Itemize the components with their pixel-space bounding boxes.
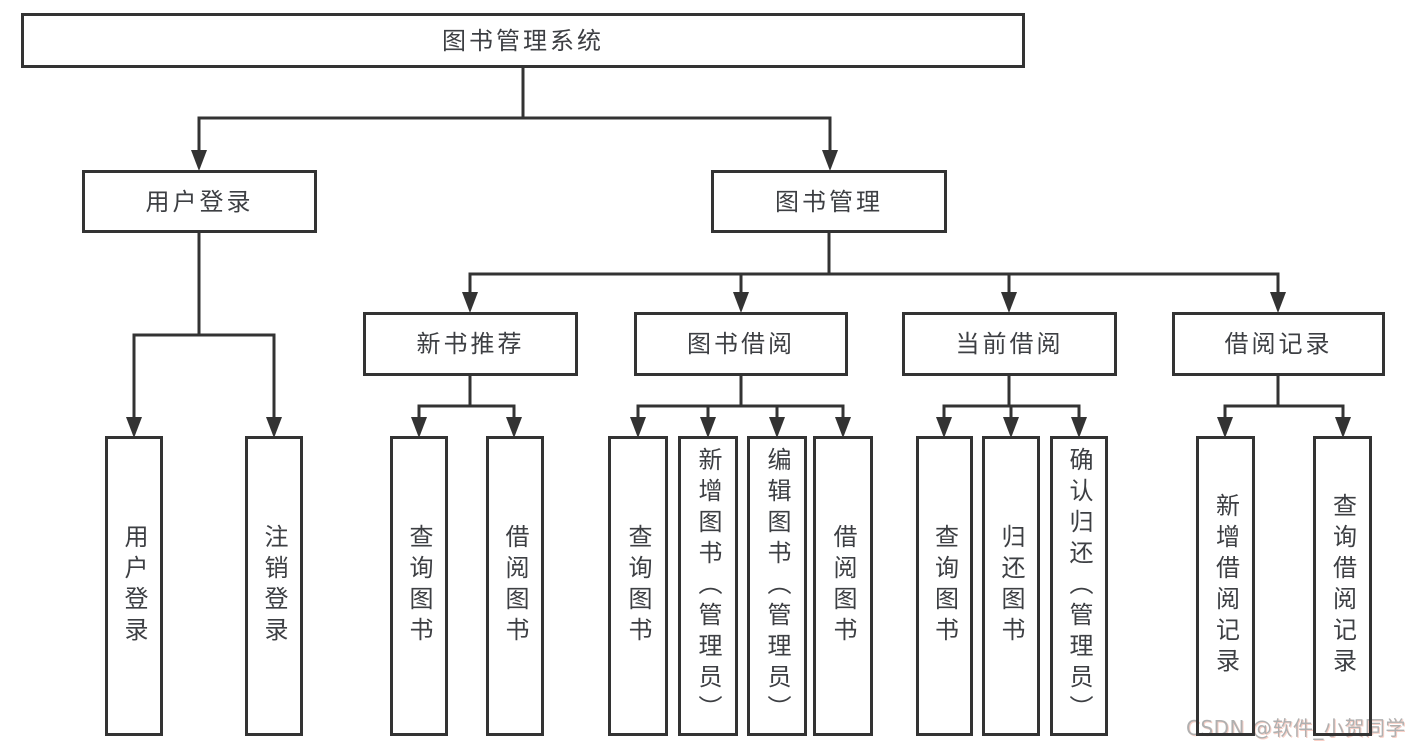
node-label: 借阅图书 bbox=[829, 524, 857, 648]
leaf-edit-books-admin: 编辑图书（管理员） bbox=[747, 436, 807, 736]
node-label: 图书管理 bbox=[775, 187, 883, 216]
node-label: 新增借阅记录 bbox=[1211, 493, 1240, 679]
node-borrowing-records: 借阅记录 bbox=[1172, 312, 1385, 376]
node-book-borrowing: 图书借阅 bbox=[634, 312, 848, 376]
node-label: 当前借阅 bbox=[955, 330, 1064, 358]
node-user-login: 用户登录 bbox=[82, 170, 317, 233]
leaf-logout: 注销登录 bbox=[245, 436, 303, 736]
node-label: 用户登录 bbox=[145, 187, 254, 216]
node-label: 注销登录 bbox=[260, 524, 288, 648]
leaf-query-books-current: 查询图书 bbox=[916, 436, 973, 736]
leaf-user-login: 用户登录 bbox=[105, 436, 163, 736]
node-label: 编辑图书（管理员） bbox=[763, 446, 791, 726]
node-label: 借阅记录 bbox=[1224, 330, 1333, 358]
leaf-query-books-recommend: 查询图书 bbox=[390, 436, 448, 736]
leaf-query-books-borrow: 查询图书 bbox=[608, 436, 668, 736]
node-label: 查询图书 bbox=[624, 524, 652, 648]
node-current-borrowing: 当前借阅 bbox=[902, 312, 1117, 376]
node-label: 图书管理系统 bbox=[442, 26, 604, 55]
node-label: 查询借阅记录 bbox=[1328, 493, 1357, 679]
node-label: 新增图书（管理员） bbox=[694, 446, 722, 726]
node-label: 查询图书 bbox=[405, 524, 433, 648]
node-label: 用户登录 bbox=[120, 524, 148, 648]
leaf-add-books-admin: 新增图书（管理员） bbox=[678, 436, 738, 736]
node-label: 查询图书 bbox=[930, 524, 959, 648]
arrowheads bbox=[126, 150, 1351, 438]
leaf-borrow-books: 借阅图书 bbox=[813, 436, 873, 736]
leaf-confirm-return-admin: 确认归还（管理员） bbox=[1050, 436, 1108, 736]
leaf-return-books: 归还图书 bbox=[982, 436, 1040, 736]
leaf-borrow-books-recommend: 借阅图书 bbox=[486, 436, 544, 736]
node-library-system: 图书管理系统 bbox=[21, 13, 1025, 68]
connector-stems bbox=[132, 68, 1345, 419]
node-label: 借阅图书 bbox=[501, 524, 529, 648]
node-book-management: 图书管理 bbox=[711, 170, 947, 233]
node-label: 图书借阅 bbox=[687, 330, 795, 358]
node-new-book-recommendation: 新书推荐 bbox=[363, 312, 578, 376]
leaf-add-borrow-record: 新增借阅记录 bbox=[1196, 436, 1255, 736]
node-label: 确认归还（管理员） bbox=[1065, 446, 1093, 726]
node-label: 新书推荐 bbox=[416, 330, 525, 358]
leaf-query-borrow-record: 查询借阅记录 bbox=[1313, 436, 1372, 736]
watermark: CSDN @软件_小贺同学 bbox=[1186, 716, 1405, 740]
node-label: 归还图书 bbox=[997, 524, 1025, 648]
